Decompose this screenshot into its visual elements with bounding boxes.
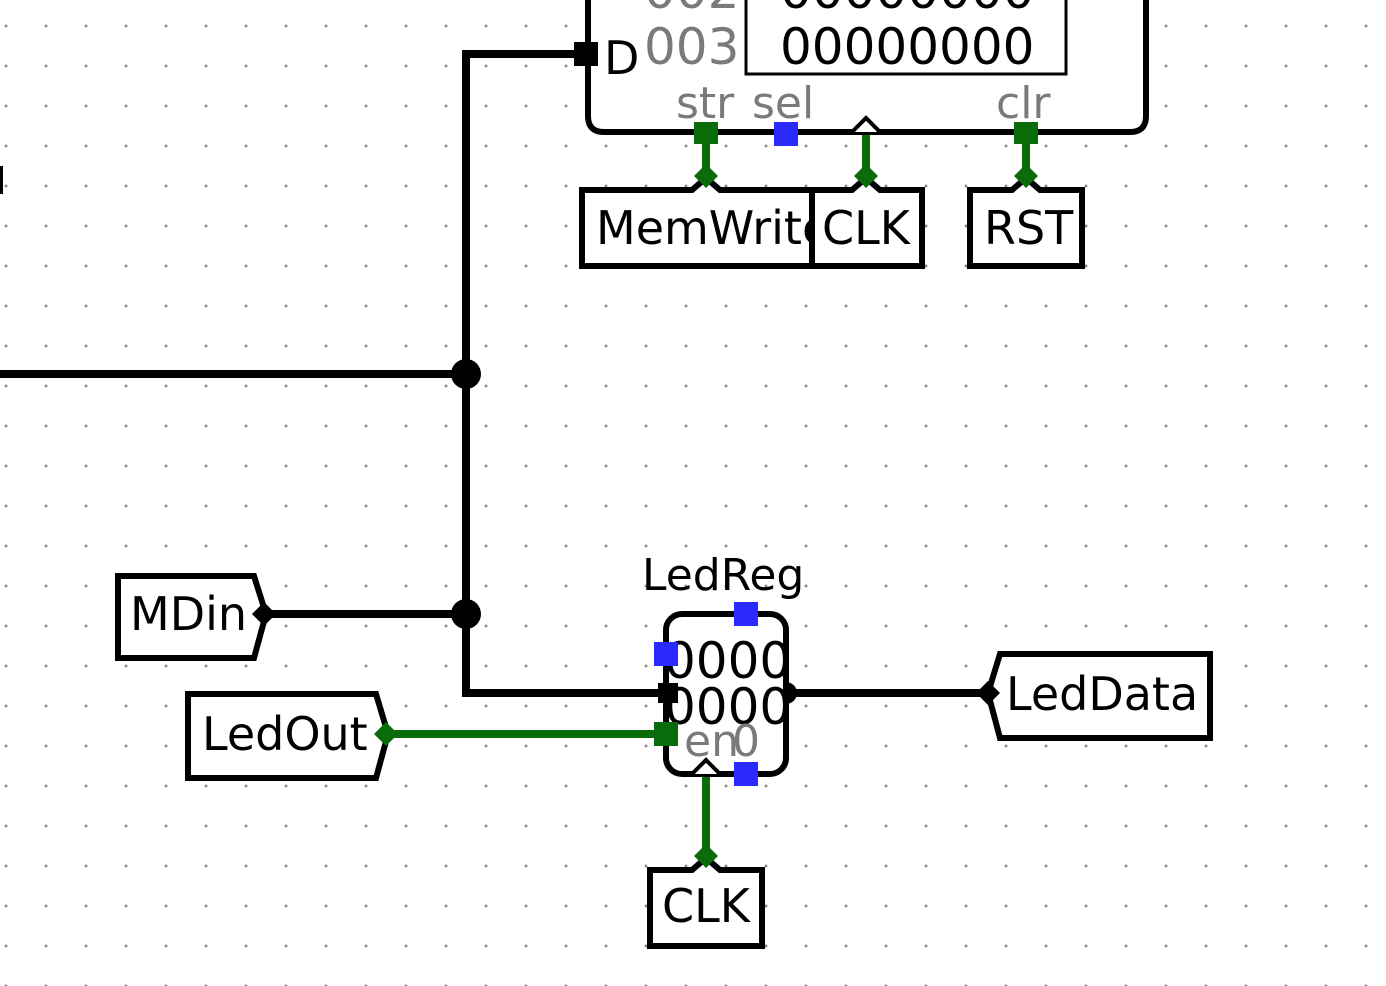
memory-str-pin-label: str — [676, 78, 735, 129]
memory-component[interactable]: 002 00000000 003 00000000 D str sel clr — [574, 0, 1149, 146]
register-value-line: 0000 — [664, 632, 791, 690]
tunnel-mdin-label: MDin — [130, 587, 247, 641]
tunnel-leddata[interactable]: LedData — [984, 651, 1213, 741]
selection-handle[interactable] — [734, 602, 758, 626]
tunnel-leddata-label: LedData — [1006, 667, 1198, 721]
tunnel-rst-label: RST — [984, 201, 1074, 255]
clock-triangle-icon — [850, 115, 882, 134]
connector-diamond — [694, 164, 718, 188]
memory-row-value: 00000000 — [780, 18, 1035, 76]
connector-diamond — [1014, 164, 1038, 188]
memory-d-port-label: D — [604, 31, 639, 85]
register-value-line: 0000 — [664, 678, 791, 736]
memory-clr-pin-label: clr — [996, 78, 1051, 129]
tunnel-clk-top[interactable]: CLK — [809, 174, 925, 269]
tunnel-ledout[interactable]: LedOut — [185, 691, 392, 781]
register-enable-label: en — [684, 716, 739, 767]
memory-row-address: 003 — [644, 18, 739, 76]
connector-diamond — [252, 602, 276, 626]
memory-data-display — [744, 0, 1068, 76]
junction-dot — [451, 359, 481, 389]
selection-handle[interactable] — [654, 642, 678, 666]
tunnel-ledout-label: LedOut — [202, 707, 368, 761]
memory-clr-pin[interactable] — [1014, 122, 1038, 144]
memory-row-value: 00000000 — [780, 0, 1035, 20]
tunnel-clk-top-label: CLK — [822, 201, 912, 255]
clock-triangle-icon — [690, 757, 722, 776]
register-name-label: LedReg — [642, 550, 804, 601]
tunnel-mdin[interactable]: MDin — [115, 573, 270, 661]
register-clear-label: 0 — [732, 716, 760, 767]
register-enable-pin[interactable] — [654, 722, 678, 746]
connector-diamond — [976, 681, 1000, 705]
selection-handle[interactable] — [774, 122, 798, 146]
tunnel-memwrite[interactable]: MemWrite — [579, 174, 830, 269]
tunnel-clk-bottom-label: CLK — [662, 879, 752, 933]
offscreen-pin-fragment — [0, 166, 3, 194]
memory-d-pin[interactable] — [574, 42, 598, 66]
tunnel-rst[interactable]: RST — [967, 174, 1085, 269]
memory-sel-pin-label: sel — [752, 78, 814, 129]
junction-dot — [451, 599, 481, 629]
tunnel-memwrite-label: MemWrite — [596, 201, 830, 255]
tunnel-clk-bottom[interactable]: CLK — [647, 854, 765, 949]
selection-handle[interactable] — [734, 762, 758, 786]
memory-str-pin[interactable] — [694, 122, 718, 144]
connector-diamond — [854, 164, 878, 188]
connector-diamond — [694, 844, 718, 868]
memory-row-address: 002 — [644, 0, 739, 20]
register-d-pin[interactable] — [658, 683, 678, 703]
connector-diamond — [374, 722, 398, 746]
led-register[interactable]: LedReg 0000 0000 en 0 — [642, 550, 804, 786]
